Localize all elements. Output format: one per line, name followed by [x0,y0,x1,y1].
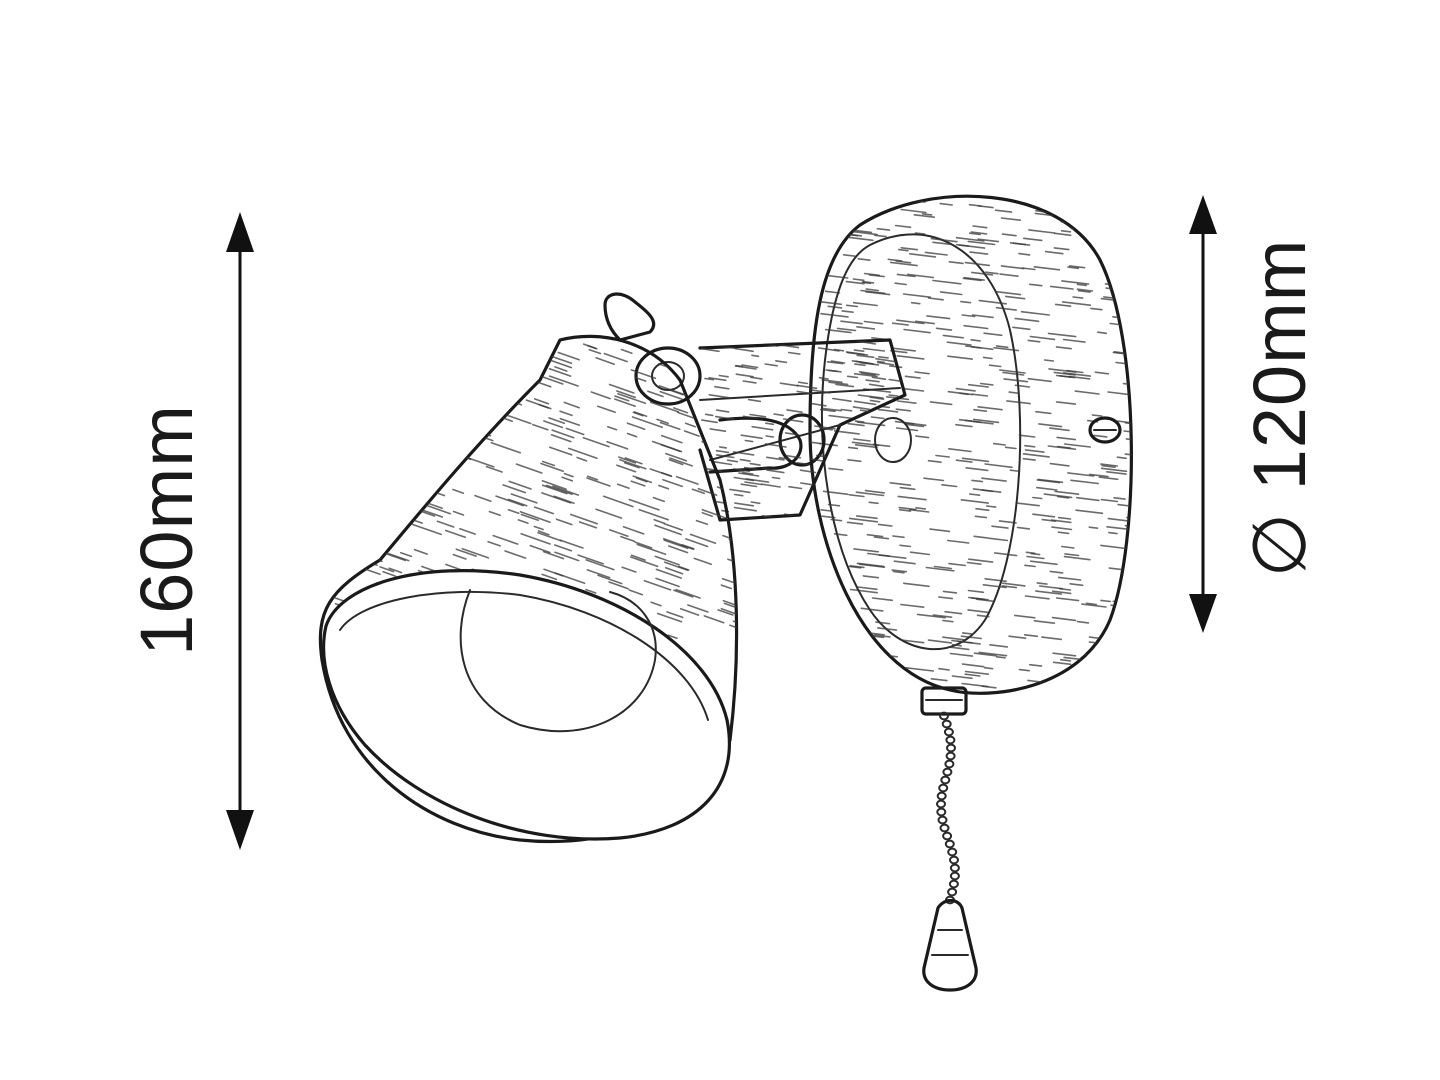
chain-bead [949,863,960,873]
chain-bead [939,823,950,833]
plate-screw-icon [1088,416,1122,444]
chain-bead [947,847,958,857]
chain-bead [946,743,956,753]
chain-bead [949,871,960,881]
pivot-joint [634,346,702,406]
chain-bead [944,839,955,849]
height-dimension-label: 160mm [125,404,208,656]
plate-texture-hatching [819,199,1132,694]
chain-bead [949,855,959,865]
diameter-dimension-label: ∅ 120mm [1238,239,1321,578]
chain-bead [945,751,956,761]
bulb [459,589,657,733]
diameter-dimension-arrow [1189,195,1217,633]
chain-bead [942,831,953,841]
shade-knob [603,292,656,342]
chain-bead [941,719,952,729]
chain-bead [936,807,947,817]
pull-chain [936,711,960,905]
chain-bead [945,735,956,745]
wall-plate [808,194,1133,695]
chain-bead [943,727,954,737]
chain-bead [936,799,946,809]
height-dimension-arrow [226,212,254,850]
chain-bead [937,815,948,825]
chain-bead [939,711,949,721]
lamp-shade [318,292,739,844]
chain-bead [947,887,958,897]
chain-bead [940,775,951,785]
pull-handle [922,898,978,992]
chain-bead [936,791,947,801]
chain-bead [944,759,955,769]
chain-bead [942,767,953,777]
pull-switch [920,686,978,992]
chain-bead [938,783,949,793]
chain-bead [948,879,959,889]
